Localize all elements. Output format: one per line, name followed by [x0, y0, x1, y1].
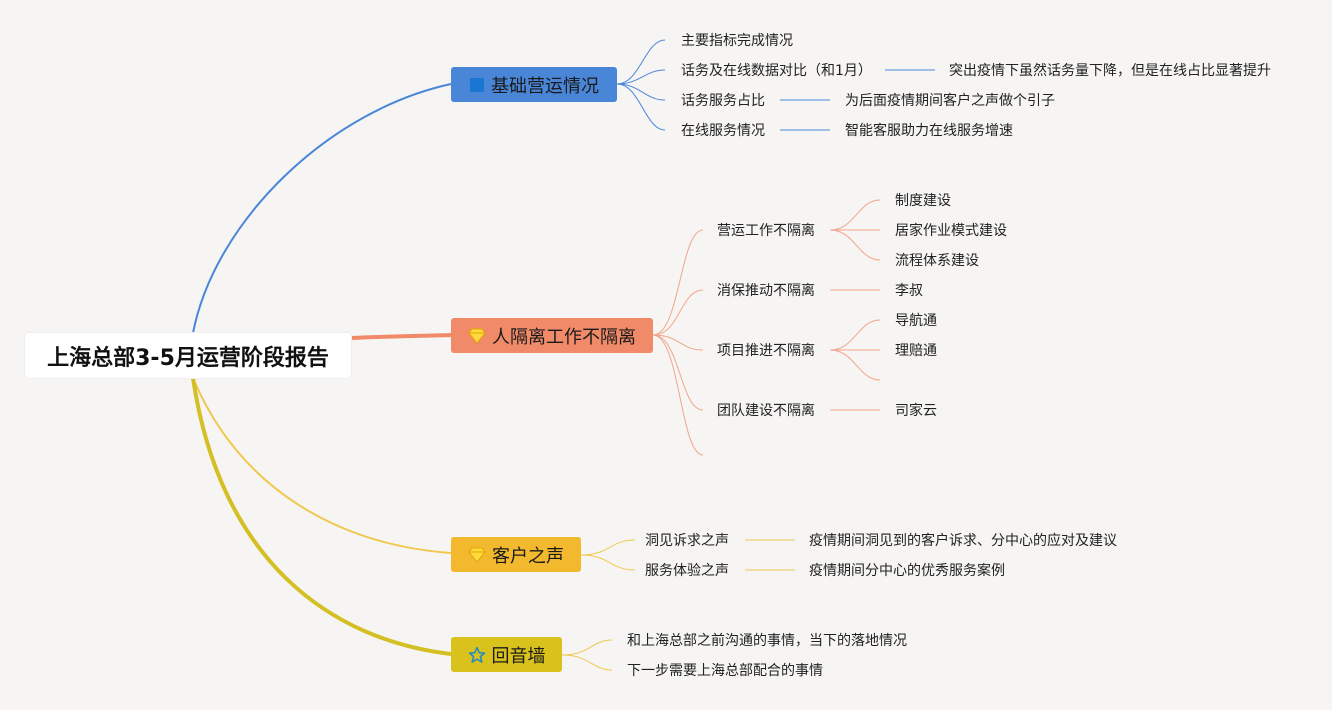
leaf-b1-c1[interactable]: 主要指标完成情况 — [681, 33, 793, 49]
branch-label: 人隔离工作不隔离 — [492, 326, 636, 348]
link-b1-c2 — [616, 69, 666, 85]
leaf-b2-c4[interactable]: 团队建设不隔离 — [717, 403, 815, 419]
leaf-b1-c2[interactable]: 话务及在线数据对比（和1月） — [681, 63, 872, 79]
link-b1-c1 — [616, 39, 666, 85]
leaf-b2-c3[interactable]: 项目推进不隔离 — [717, 343, 815, 359]
leaf-b4-c2[interactable]: 下一步需要上海总部配合的事情 — [627, 663, 823, 679]
leaf-b2-c1c[interactable]: 流程体系建设 — [895, 253, 979, 269]
leaf-b2-c4a[interactable]: 司家云 — [895, 403, 937, 419]
link-root-b2 — [350, 333, 452, 340]
branch-customer-voice[interactable]: 客户之声 — [451, 537, 581, 572]
link-root-b1 — [192, 83, 452, 334]
root-title: 上海总部3-5月运营阶段报告 — [47, 345, 329, 371]
link-b2-c2 — [652, 289, 704, 336]
link-b1-c4 — [616, 83, 666, 131]
leaf-b2-c1a[interactable]: 制度建设 — [895, 193, 951, 209]
leaf-b1-c4-detail[interactable]: 智能客服助力在线服务增速 — [845, 123, 1013, 139]
leaf-b3-c2-detail[interactable]: 疫情期间分中心的优秀服务案例 — [809, 563, 1005, 579]
link-b2-c1c — [829, 229, 881, 261]
branch-label: 回音墙 — [491, 645, 546, 667]
leaf-b3-c1-detail[interactable]: 疫情期间洞见到的客户诉求、分中心的应对及建议 — [809, 533, 1117, 549]
branch-isolation-work[interactable]: 人隔离工作不隔离 — [451, 318, 653, 353]
link-root-b4 — [191, 377, 452, 656]
link-b3-c2 — [580, 554, 636, 571]
branch-label: 基础营运情况 — [491, 75, 599, 97]
link-b2-c1 — [652, 229, 704, 336]
blue-square-icon — [469, 77, 485, 93]
link-b2-c1a — [829, 199, 881, 231]
leaf-b2-c3b[interactable]: 理赔通 — [895, 343, 937, 359]
link-b4-c1 — [561, 639, 613, 656]
root-topic[interactable]: 上海总部3-5月运营阶段报告 — [25, 333, 351, 378]
branch-basic-operations[interactable]: 基础营运情况 — [451, 67, 617, 102]
diamond-icon — [468, 547, 486, 563]
link-b3-c1 — [580, 539, 636, 556]
link-b2-c5 — [652, 334, 704, 456]
leaf-b1-c3-detail[interactable]: 为后面疫情期间客户之声做个引子 — [845, 93, 1055, 109]
link-b2-c3 — [652, 334, 704, 351]
leaf-b3-c2[interactable]: 服务体验之声 — [645, 563, 729, 579]
leaf-b1-c3[interactable]: 话务服务占比 — [681, 93, 765, 109]
leaf-b2-c3a[interactable]: 导航通 — [895, 313, 937, 329]
leaf-b2-c1b[interactable]: 居家作业模式建设 — [895, 223, 1007, 239]
link-root-b3 — [192, 377, 452, 554]
link-b2-c3a — [829, 319, 881, 351]
leaf-b4-c1[interactable]: 和上海总部之前沟通的事情，当下的落地情况 — [627, 633, 907, 649]
branch-echo-wall[interactable]: 回音墙 — [451, 637, 562, 672]
link-b1-c3 — [616, 83, 666, 101]
link-b4-c2 — [561, 654, 613, 671]
leaf-b3-c1[interactable]: 洞见诉求之声 — [645, 533, 729, 549]
link-b2-c4 — [652, 334, 704, 411]
branch-label: 客户之声 — [492, 545, 564, 567]
link-b2-c3c — [829, 349, 881, 381]
star-icon — [468, 646, 486, 664]
leaf-b1-c4[interactable]: 在线服务情况 — [681, 123, 765, 139]
leaf-b2-c2[interactable]: 消保推动不隔离 — [717, 283, 815, 299]
diamond-icon — [468, 328, 486, 344]
leaf-b2-c2a[interactable]: 李叔 — [895, 283, 923, 299]
leaf-b1-c2-detail[interactable]: 突出疫情下虽然话务量下降，但是在线占比显著提升 — [949, 63, 1271, 79]
leaf-b2-c1[interactable]: 营运工作不隔离 — [717, 223, 815, 239]
